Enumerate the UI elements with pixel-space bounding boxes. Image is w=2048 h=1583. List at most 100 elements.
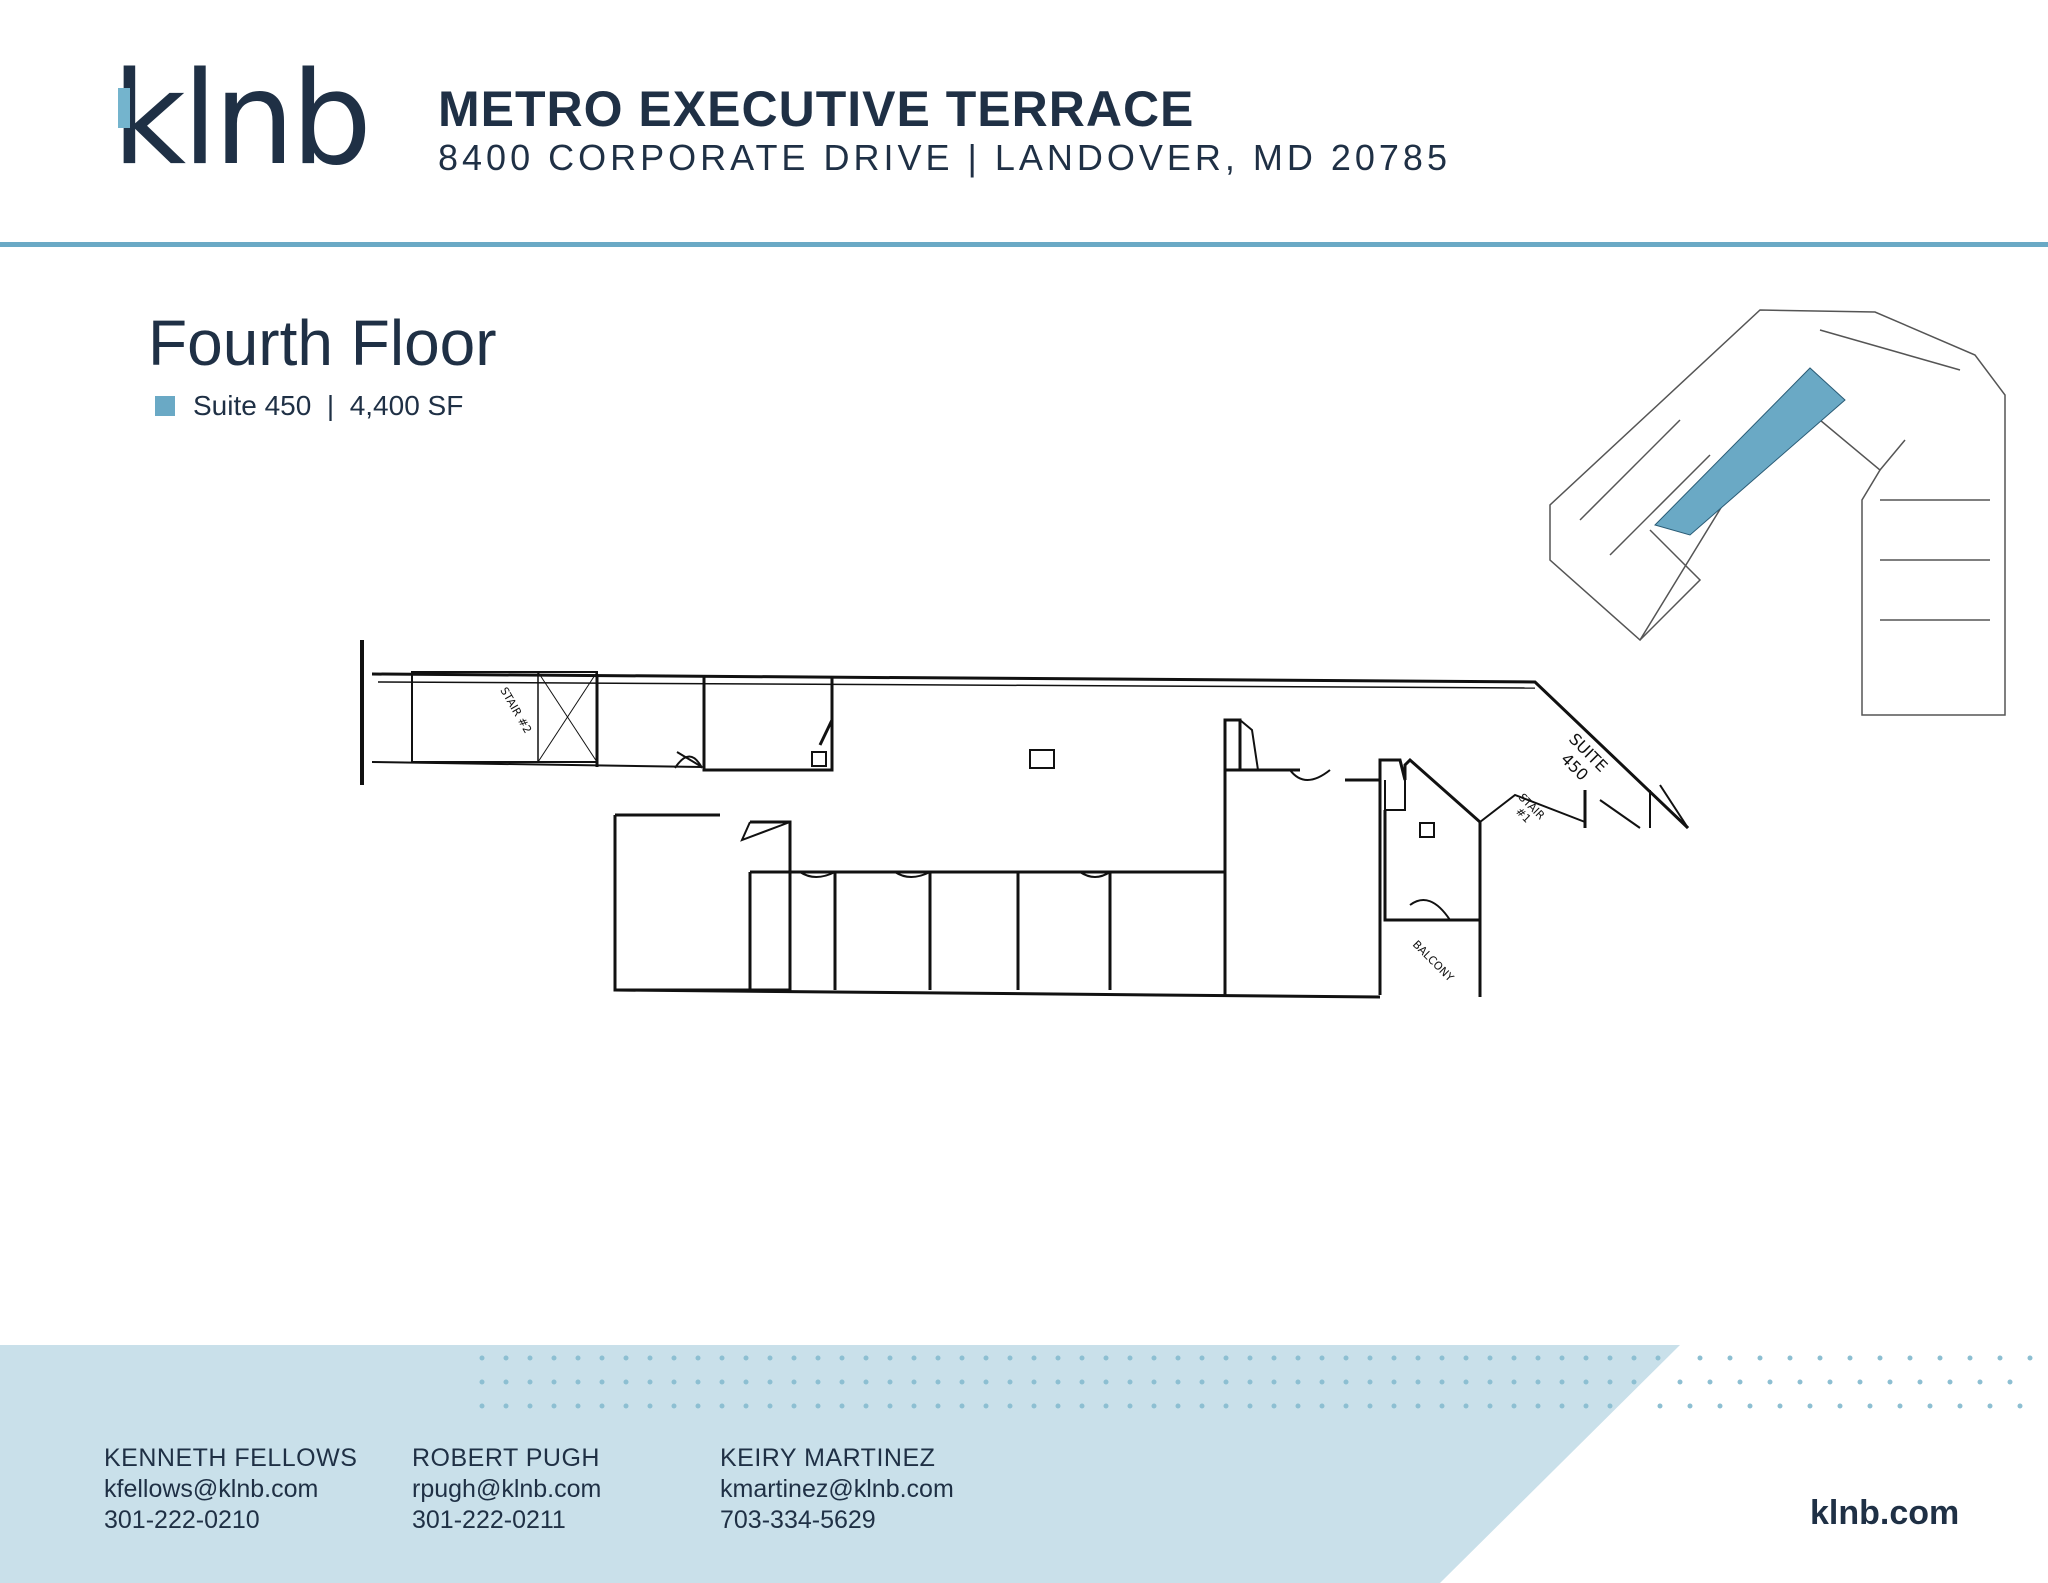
footer-dot: [1631, 1379, 1637, 1385]
footer-dot: [863, 1403, 869, 1409]
footer-dot: [1127, 1379, 1133, 1385]
footer-dot: [1055, 1355, 1061, 1361]
footer-dot: [1007, 1355, 1013, 1361]
footer-dot: [1247, 1403, 1253, 1409]
footer-dot: [1199, 1355, 1205, 1361]
property-title: METRO EXECUTIVE TERRACE: [438, 81, 1195, 137]
footer-dot: [1487, 1403, 1493, 1409]
contact-email[interactable]: kfellows@klnb.com: [104, 1475, 319, 1503]
footer-dot: [695, 1379, 701, 1385]
footer-dot: [887, 1403, 893, 1409]
footer-dot: [551, 1403, 557, 1409]
footer-dot: [911, 1403, 917, 1409]
footer-dot: [983, 1355, 989, 1361]
footer-dot: [767, 1355, 773, 1361]
footer-dot: [1391, 1379, 1397, 1385]
footer-dot: [479, 1379, 485, 1385]
footer-dot: [647, 1379, 653, 1385]
footer-dot: [743, 1403, 749, 1409]
footer-dot: [1583, 1379, 1589, 1385]
footer-dot: [1463, 1355, 1469, 1361]
footer-dot: [815, 1403, 821, 1409]
footer-dot-pattern: [479, 1355, 1661, 1409]
footer-dot: [1511, 1403, 1517, 1409]
footer-dot: [1631, 1355, 1637, 1361]
footer-dot: [863, 1355, 869, 1361]
footer-dot: [1103, 1403, 1109, 1409]
contact-card: KEIRY MARTINEZ kmartinez@klnb.com 703-33…: [720, 1443, 954, 1536]
footer-dot: [671, 1403, 677, 1409]
footer-dot: [719, 1379, 725, 1385]
footer-dot: [1415, 1403, 1421, 1409]
logo-accent-mark: [118, 88, 130, 128]
footer-dot: [1559, 1379, 1565, 1385]
footer-dot: [551, 1355, 557, 1361]
contact-email[interactable]: rpugh@klnb.com: [412, 1475, 602, 1503]
footer-dot: [1127, 1403, 1133, 1409]
suite-legend: Suite 450 | 4,400 SF: [155, 390, 463, 422]
footer-dot: [1655, 1355, 1661, 1361]
footer-dot: [791, 1355, 797, 1361]
footer-dot: [1343, 1403, 1349, 1409]
footer-dot: [887, 1379, 893, 1385]
plan-south-rooms: [613, 815, 792, 992]
footer-dot: [815, 1379, 821, 1385]
contact-phone[interactable]: 301-222-0210: [104, 1506, 260, 1534]
footer-dot: [983, 1403, 989, 1409]
footer-dot: [1247, 1379, 1253, 1385]
footer-dot: [1511, 1379, 1517, 1385]
klnb-logo: klnb: [112, 56, 372, 188]
contact-phone[interactable]: 703-334-5629: [720, 1506, 876, 1534]
footer-dot: [1607, 1379, 1613, 1385]
legend-label: Suite 450 | 4,400 SF: [193, 390, 464, 421]
footer-dot: [671, 1379, 677, 1385]
contact-name: KENNETH FELLOWS: [104, 1444, 358, 1472]
footer-dot: [839, 1355, 845, 1361]
footer-dot: [1559, 1403, 1565, 1409]
website-link[interactable]: klnb.com: [1810, 1494, 1960, 1532]
footer-dot: [1055, 1403, 1061, 1409]
logo-wordmark: klnb: [112, 45, 372, 194]
footer-dot: [1487, 1379, 1493, 1385]
header-divider: [0, 242, 2048, 247]
contact-phone[interactable]: 301-222-0211: [412, 1506, 566, 1534]
footer-dot: [1535, 1379, 1541, 1385]
footer-dot: [743, 1379, 749, 1385]
footer-dot: [503, 1403, 509, 1409]
footer-dot: [1031, 1403, 1037, 1409]
footer-band: [0, 1345, 2033, 1583]
footer-dot: [1223, 1403, 1229, 1409]
footer-dot: [911, 1379, 917, 1385]
legend-swatch: [155, 396, 175, 416]
contact-name: KEIRY MARTINEZ: [720, 1444, 936, 1472]
footer-dot: [1535, 1403, 1541, 1409]
footer-dot: [1223, 1379, 1229, 1385]
footer-dot: [575, 1403, 581, 1409]
footer-dot: [1079, 1379, 1085, 1385]
footer-dot: [1319, 1379, 1325, 1385]
plan-top-wall-inner: [377, 681, 1536, 689]
footer-dot: [503, 1355, 509, 1361]
footer-dot: [815, 1355, 821, 1361]
footer-dot: [479, 1403, 485, 1409]
footer-dot: [1271, 1403, 1277, 1409]
footer-dot: [575, 1355, 581, 1361]
footer-dot: [1103, 1355, 1109, 1361]
footer-dot: [791, 1379, 797, 1385]
footer-dot: [1007, 1379, 1013, 1385]
footer-dot: [1415, 1355, 1421, 1361]
footer-dot: [887, 1355, 893, 1361]
floor-title: Fourth Floor: [148, 307, 497, 379]
contact-email[interactable]: kmartinez@klnb.com: [720, 1475, 954, 1503]
footer-dot: [1319, 1403, 1325, 1409]
footer-dot: [695, 1355, 701, 1361]
footer-dot: [1079, 1355, 1085, 1361]
footer-dot: [1439, 1379, 1445, 1385]
footer-dot: [1247, 1355, 1253, 1361]
footer-dot: [1367, 1355, 1373, 1361]
footer-dot: [1151, 1403, 1157, 1409]
property-address: 8400 CORPORATE DRIVE | LANDOVER, MD 2078…: [438, 137, 1451, 178]
footer-dot: [647, 1355, 653, 1361]
footer-dot: [1511, 1355, 1517, 1361]
